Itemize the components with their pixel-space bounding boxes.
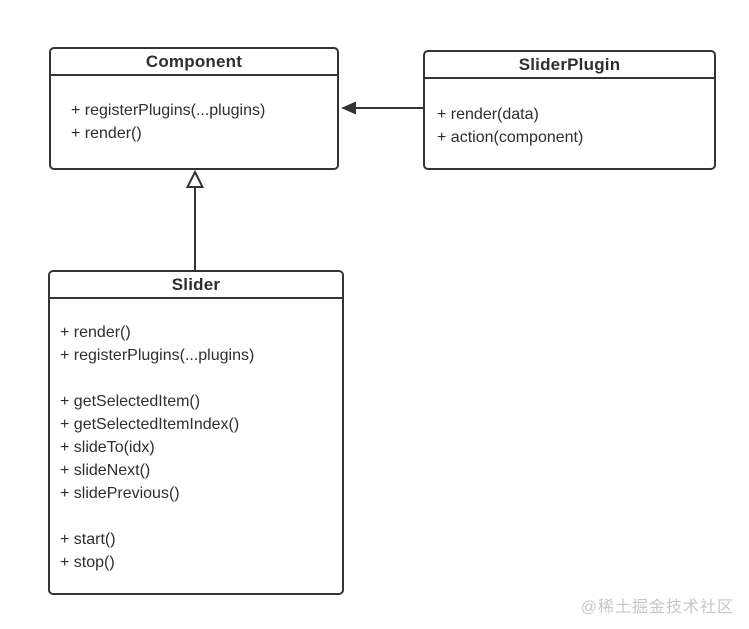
- method-line: + getSelectedItemIndex(): [60, 416, 240, 433]
- association-arrow: [341, 101, 423, 115]
- method-line: + slidePrevious(): [60, 485, 180, 502]
- method-line: + stop(): [60, 554, 115, 571]
- class-title-slider: Slider: [50, 272, 342, 299]
- method-line: + registerPlugins(...plugins): [71, 102, 266, 119]
- class-box-sliderplugin: SliderPlugin + render(data) + action(com…: [423, 50, 716, 170]
- method-line: + render(): [71, 125, 142, 142]
- method-line: + slideNext(): [60, 462, 151, 479]
- class-methods-component: + registerPlugins(...plugins) + render(): [51, 76, 337, 145]
- class-box-slider: Slider + render() + registerPlugins(...p…: [48, 270, 344, 595]
- method-line: + render(data): [437, 106, 539, 123]
- method-line: + slideTo(idx): [60, 439, 155, 456]
- method-line-spacer: [60, 505, 334, 528]
- method-line: + action(component): [437, 129, 584, 146]
- class-title-component: Component: [51, 49, 337, 76]
- class-title-sliderplugin: SliderPlugin: [425, 52, 714, 79]
- watermark: @稀土掘金技术社区: [580, 599, 734, 616]
- class-methods-sliderplugin: + render(data) + action(component): [425, 79, 714, 149]
- method-line: + getSelectedItem(): [60, 393, 201, 410]
- method-line: + render(): [60, 324, 131, 341]
- class-methods-slider: + render() + registerPlugins(...plugins)…: [50, 299, 342, 574]
- class-box-component: Component + registerPlugins(...plugins) …: [49, 47, 339, 170]
- method-line: + start(): [60, 531, 116, 548]
- method-line-spacer: [60, 367, 334, 390]
- method-line: + registerPlugins(...plugins): [60, 347, 255, 364]
- inheritance-arrow: [185, 169, 205, 270]
